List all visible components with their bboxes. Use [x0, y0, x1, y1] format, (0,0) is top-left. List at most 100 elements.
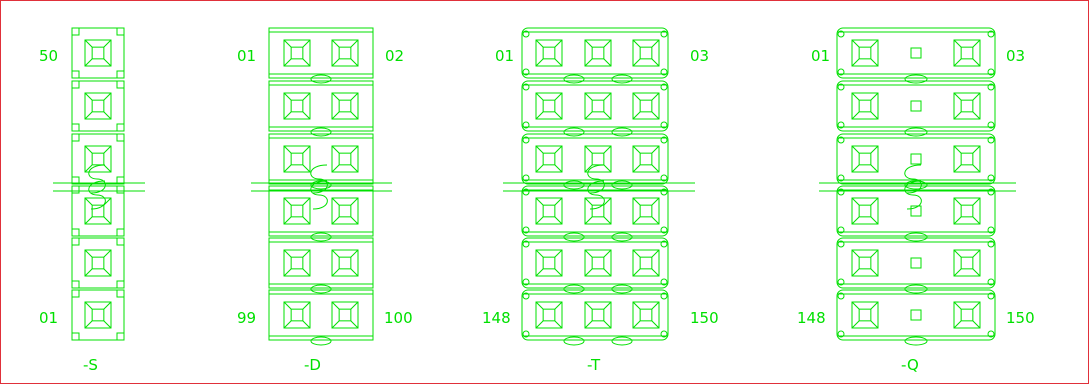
- terminal-bevel: [632, 39, 641, 48]
- corner-notch: [71, 133, 80, 142]
- latch-oval: [563, 180, 585, 190]
- terminal-bevel: [283, 249, 292, 258]
- mount-hole: [522, 278, 530, 286]
- corner-notch: [116, 228, 125, 237]
- latch-oval: [904, 74, 928, 84]
- label-q-suffix: -Q: [901, 356, 919, 374]
- mount-hole: [837, 30, 845, 38]
- terminal-inner: [591, 256, 605, 270]
- terminal-outer: [84, 145, 112, 173]
- mount-hole: [987, 30, 995, 38]
- terminal-bevel: [651, 301, 660, 310]
- terminal-inner: [290, 152, 304, 166]
- terminal-bevel: [851, 197, 860, 206]
- terminal-bevel: [870, 39, 879, 48]
- terminal-bevel: [535, 301, 544, 310]
- module-outline: [836, 133, 996, 185]
- mount-hole: [837, 68, 845, 76]
- terminal-bevel: [851, 268, 860, 277]
- terminal-bevel: [84, 164, 93, 173]
- terminal-bevel: [103, 58, 112, 67]
- terminal-bevel: [350, 301, 359, 310]
- corner-notch: [71, 185, 80, 194]
- terminal-outer: [331, 92, 359, 120]
- mount-hole: [837, 292, 845, 300]
- terminal-inner: [960, 46, 974, 60]
- label-d-top-left: 01: [237, 47, 256, 65]
- terminal-bevel: [84, 92, 93, 101]
- corner-notch: [116, 123, 125, 132]
- terminal-bevel: [535, 164, 544, 173]
- terminal-bevel: [350, 197, 359, 206]
- terminal-bevel: [331, 249, 340, 258]
- break-s-curve: [587, 164, 605, 194]
- terminal-bevel: [584, 164, 593, 173]
- terminal-bevel: [283, 320, 292, 329]
- terminal-bevel: [851, 164, 860, 173]
- center-pin: [910, 309, 922, 321]
- terminal-bevel: [651, 249, 660, 258]
- terminal-bevel: [535, 58, 544, 67]
- terminal-bevel: [584, 249, 593, 258]
- terminal-inner: [639, 46, 653, 60]
- module-outline: [521, 133, 669, 185]
- mount-hole: [522, 136, 530, 144]
- terminal-bevel: [651, 58, 660, 67]
- terminal-bevel: [651, 164, 660, 173]
- terminal-bevel: [870, 249, 879, 258]
- terminal-bevel: [651, 216, 660, 225]
- module-outline: [521, 289, 669, 341]
- terminal-bevel: [584, 268, 593, 277]
- terminal-bevel: [331, 92, 340, 101]
- label-t-bottom-left: 148: [482, 309, 511, 327]
- module-outline: [521, 237, 669, 289]
- terminal-bevel: [953, 58, 962, 67]
- terminal-bevel: [84, 39, 93, 48]
- terminal-bevel: [972, 111, 981, 120]
- terminal-outer: [331, 301, 359, 329]
- module-outline: [521, 185, 669, 237]
- latch-oval: [310, 74, 332, 84]
- terminal-bevel: [870, 92, 879, 101]
- terminal-bevel: [103, 268, 112, 277]
- terminal-bevel: [103, 216, 112, 225]
- corner-notch: [116, 70, 125, 79]
- terminal-bevel: [84, 301, 93, 310]
- terminal-bevel: [350, 58, 359, 67]
- module-outline: [836, 80, 996, 132]
- terminal-bevel: [953, 92, 962, 101]
- terminal-bevel: [554, 111, 563, 120]
- mount-hole: [837, 330, 845, 338]
- terminal-bevel: [603, 197, 612, 206]
- terminal-outer: [953, 249, 981, 277]
- module-outline: [71, 289, 125, 341]
- center-pin: [910, 100, 922, 112]
- terminal-bevel: [302, 145, 311, 154]
- terminal-bevel: [535, 320, 544, 329]
- mount-hole: [987, 83, 995, 91]
- terminal-bevel: [651, 39, 660, 48]
- corner-notch: [116, 80, 125, 89]
- break-s-curve: [88, 180, 106, 210]
- terminal-bevel: [851, 249, 860, 258]
- terminal-bevel: [584, 301, 593, 310]
- terminal-inner: [542, 204, 556, 218]
- terminal-inner: [591, 204, 605, 218]
- mount-hole: [522, 292, 530, 300]
- terminal-inner: [591, 152, 605, 166]
- terminal-outer: [953, 301, 981, 329]
- mount-hole: [522, 226, 530, 234]
- label-q-top-right: 03: [1006, 47, 1025, 65]
- terminal-bevel: [302, 58, 311, 67]
- module-outline: [521, 80, 669, 132]
- terminal-outer: [84, 197, 112, 225]
- terminal-bevel: [972, 92, 981, 101]
- latch-oval: [611, 232, 633, 242]
- terminal-bevel: [851, 39, 860, 48]
- terminal-bevel: [603, 92, 612, 101]
- terminal-bevel: [103, 197, 112, 206]
- mount-hole: [660, 278, 668, 286]
- terminal-inner: [91, 152, 105, 166]
- terminal-outer: [632, 197, 660, 225]
- terminal-bevel: [584, 92, 593, 101]
